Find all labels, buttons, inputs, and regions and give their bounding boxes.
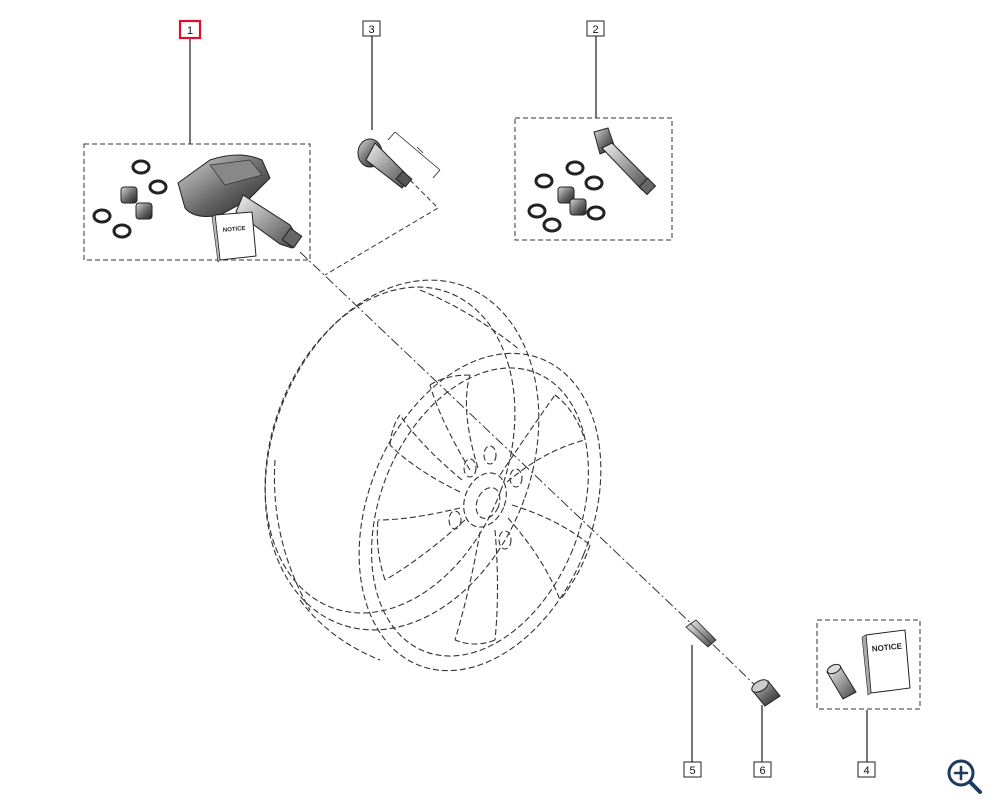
callout-6[interactable]: 6 <box>753 761 772 778</box>
part-3-valve[interactable] <box>357 131 441 189</box>
part-3-dimension-marker <box>387 131 441 179</box>
wheel-rim-outline <box>264 279 602 672</box>
callout-6-box <box>753 761 772 778</box>
part-6-valve-cap[interactable] <box>750 677 781 707</box>
kit-4-notice-text: NOTICE <box>871 641 903 653</box>
callout-5[interactable]: 5 <box>683 761 702 778</box>
kit-1-frame <box>83 143 311 261</box>
kit-2-valve-kit[interactable] <box>514 117 673 241</box>
kit-4-notice-booklet: NOTICE <box>861 629 911 696</box>
kit-4-cap-kit[interactable]: NOTICE <box>816 619 921 710</box>
kit-4-frame <box>816 619 921 710</box>
zoom-in-icon <box>947 759 982 794</box>
kit-1-o-rings <box>92 159 168 239</box>
callout-1-box <box>178 19 202 40</box>
valve-link-line <box>324 179 439 276</box>
kit-1-notice-booklet: NOTICE <box>211 211 257 263</box>
kit-1-tpms-sensor-kit[interactable]: NOTICE <box>83 143 311 263</box>
callout-2[interactable]: 2 <box>586 20 605 37</box>
zoom-in-button[interactable] <box>944 756 984 796</box>
callout-4[interactable]: 4 <box>857 761 876 778</box>
kit-1-valve-nuts <box>120 186 153 220</box>
callout-3-box <box>362 20 381 37</box>
kit-1-notice-text: NOTICE <box>223 226 246 234</box>
callout-5-label: 5 <box>689 765 695 777</box>
kit-2-valve-nuts <box>557 186 587 216</box>
kit-1-tpms-sensor <box>177 154 303 249</box>
callout-4-label: 4 <box>863 765 869 777</box>
callout-4-box <box>857 761 876 778</box>
callout-1-label: 1 <box>187 25 193 37</box>
callout-2-box <box>586 20 605 37</box>
kit-4-cap <box>826 663 857 700</box>
callout-5-box <box>683 761 702 778</box>
callout-1[interactable]: 1 <box>178 19 202 40</box>
kit-2-frame <box>514 117 673 241</box>
leader-lines <box>189 36 868 763</box>
callout-2-label: 2 <box>592 24 598 36</box>
callout-3-label: 3 <box>368 24 374 36</box>
kit-2-o-rings <box>527 160 606 233</box>
part-5-valve-core[interactable] <box>685 619 717 648</box>
kit-2-valve <box>593 127 657 196</box>
callout-6-label: 6 <box>759 765 765 777</box>
callout-3[interactable]: 3 <box>362 20 381 37</box>
